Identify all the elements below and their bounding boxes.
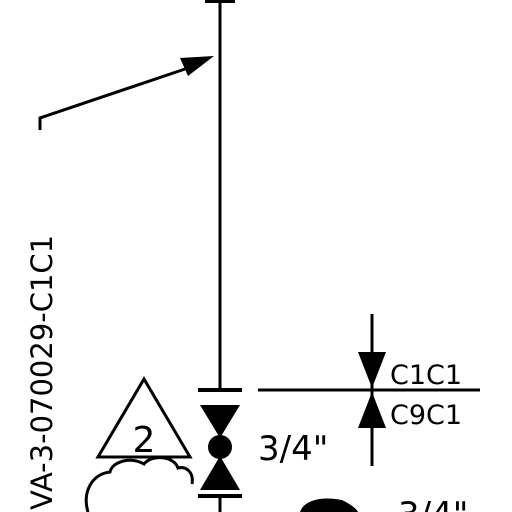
- revision-number: 2: [133, 420, 156, 461]
- pipe-line-label: VA-3-070029-C1C1: [25, 235, 59, 510]
- revision-triangle-icon: 2: [95, 376, 193, 461]
- spec-upper-label: C1C1: [390, 360, 462, 391]
- spec-lower-label: C9C1: [390, 400, 462, 431]
- valve-flanges: [198, 388, 242, 498]
- valve-size-label: 3/4": [258, 429, 328, 469]
- spec-break-symbol-icon: [258, 314, 480, 466]
- leader-arrow-icon: [38, 56, 214, 130]
- main-pipe: [205, 0, 235, 388]
- spec-break-upper-arrow: [358, 352, 386, 388]
- leader-arrowhead: [180, 56, 214, 76]
- gate-valve-icon: [200, 405, 240, 490]
- spec-break-lower-arrow: [358, 392, 386, 428]
- valve-lower-wedge: [200, 456, 240, 490]
- revision-triangle-outline: [95, 376, 193, 459]
- leader-line: [38, 66, 189, 130]
- reducer-icon: [300, 498, 358, 512]
- partial-size-label: 3/4": [398, 495, 468, 512]
- valve-upper-wedge: [200, 405, 240, 438]
- revision-cloud-icon: [84, 456, 194, 512]
- valve-stem-ball: [208, 435, 232, 459]
